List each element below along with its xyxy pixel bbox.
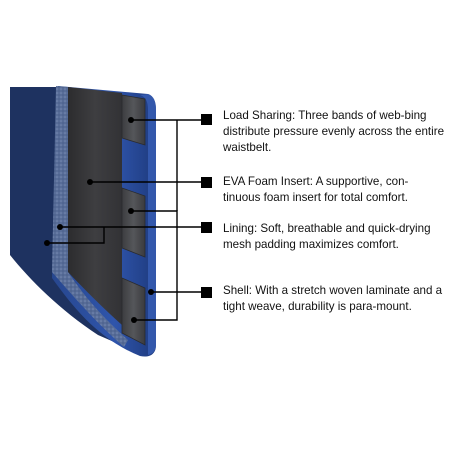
callout-lining: Lining: Soft, breathable and quick-dryin… xyxy=(223,222,431,251)
anchor-dot-icon xyxy=(128,208,134,214)
anchor-dot-icon xyxy=(57,224,63,230)
callout-load-sharing: Load Sharing: Three bands of web-bing di… xyxy=(223,109,445,154)
webbing-bands xyxy=(121,94,146,346)
anchor-dot-icon xyxy=(148,289,154,295)
anchor-dot-icon xyxy=(131,317,137,323)
callout-eva-foam-insert: EVA Foam Insert: A supportive, con-tinuo… xyxy=(223,175,409,204)
leader-line-lining-branch xyxy=(47,227,105,244)
square-bullet-icon xyxy=(201,287,212,298)
anchor-dot-icon xyxy=(44,240,50,246)
square-bullet-icon xyxy=(201,177,212,188)
anchor-dot-icon xyxy=(128,117,134,123)
webbing-band-bottom xyxy=(121,277,146,346)
leader-line-load-sharing-branch xyxy=(131,210,178,321)
anchor-dots xyxy=(44,117,154,323)
webbing-band-middle xyxy=(121,187,146,258)
navy-outer-fabric xyxy=(10,87,128,348)
eva-foam-insert xyxy=(68,87,122,325)
square-bullet-icon xyxy=(201,222,212,233)
square-bullets xyxy=(201,114,212,298)
mesh-lining-layer xyxy=(52,86,128,347)
leader-lines xyxy=(47,119,205,321)
anchor-dot-icon xyxy=(87,179,93,185)
square-bullet-icon xyxy=(201,114,212,125)
callout-shell: Shell: With a stretch woven laminate and… xyxy=(223,284,443,313)
